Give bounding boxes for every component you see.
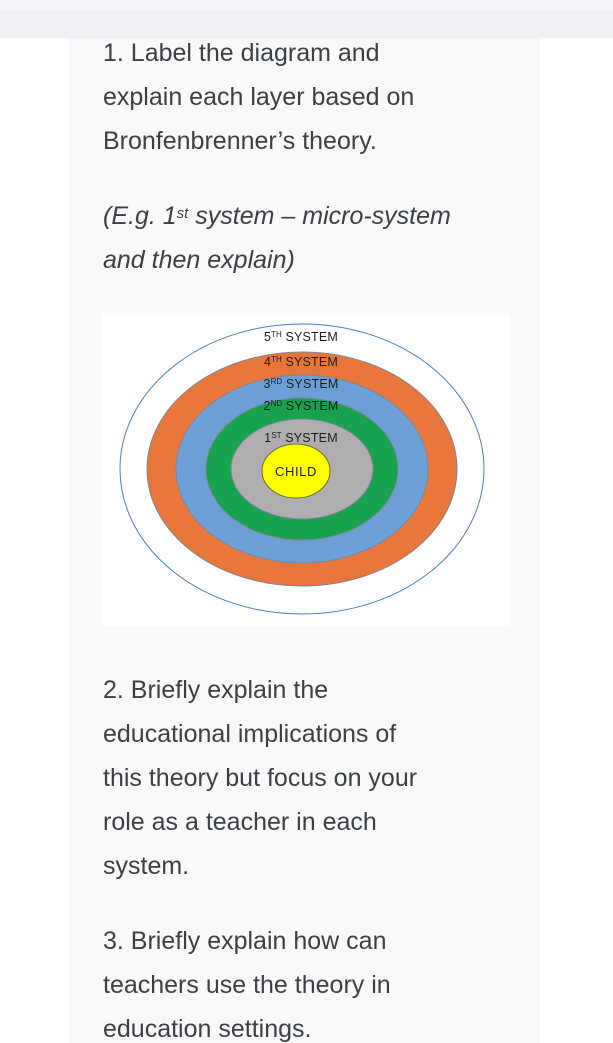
ellipse-child [261, 443, 331, 499]
diagram-canvas [119, 323, 485, 615]
question-2: 2. Briefly explain the educational impli… [103, 676, 418, 880]
example-note-superscript: st [176, 205, 189, 222]
label-5th-system: 5TH SYSTEM [263, 330, 339, 344]
label-2nd-system: 2ND SYSTEM [263, 399, 339, 413]
document-body: 1. Label the diagram and explain each la… [69, 38, 540, 1043]
question-3: 3. Briefly explain how can teachers use … [103, 927, 391, 1043]
example-note-prefix: (E.g. 1 [103, 202, 177, 230]
top-bar [0, 0, 613, 38]
label-4th-system: 4TH SYSTEM [263, 355, 339, 369]
example-note-rest: system – micro-system and then explain) [103, 202, 451, 274]
question-1: 1. Label the diagram and explain each la… [103, 39, 415, 155]
label-child: CHILD [274, 464, 318, 479]
bronfenbrenner-diagram-image: 5TH SYSTEM 4TH SYSTEM 3RD SYSTEM 2ND SYS… [102, 313, 510, 626]
example-note: (E.g. 1st system – micro-system and then… [103, 194, 520, 282]
label-1st-system: 1ST SYSTEM [264, 431, 338, 445]
label-3rd-system: 3RD SYSTEM [263, 377, 339, 391]
